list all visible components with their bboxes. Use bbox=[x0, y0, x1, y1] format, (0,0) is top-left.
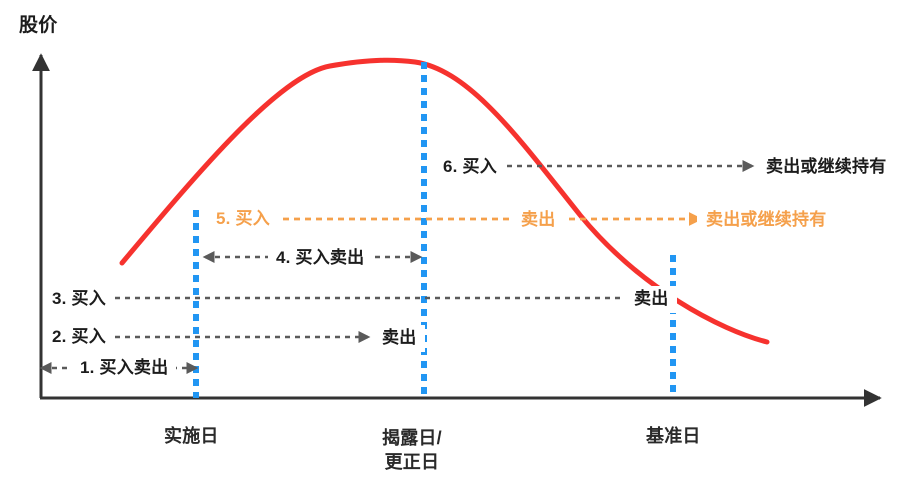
row3-step-label: 3. 买入 bbox=[44, 286, 114, 314]
row1-step-label: 1. 买入卖出 bbox=[72, 355, 177, 383]
row5-step-label: 5. 买入 bbox=[208, 206, 278, 234]
row2-step-label: 2. 买入 bbox=[44, 324, 114, 352]
row6-step-label: 6. 买入 bbox=[435, 154, 505, 182]
day-marker-disclosure: 揭露日/ 更正日 bbox=[366, 417, 458, 484]
day-marker-disclosure-line1: 揭露日/ bbox=[382, 428, 442, 448]
row4-step-label: 4. 买入卖出 bbox=[268, 245, 373, 273]
day-marker-benchmark: 基准日 bbox=[630, 417, 717, 458]
day-marker-disclosure-line2: 更正日 bbox=[384, 452, 440, 473]
row6-action-label: 卖出或继续持有 bbox=[757, 154, 896, 182]
row2-action-label: 卖出 bbox=[373, 325, 426, 353]
y-axis-title: 股价 bbox=[10, 11, 67, 43]
day-marker-implementation: 实施日 bbox=[148, 417, 235, 458]
row5-action2-label: 卖出或继续持有 bbox=[697, 207, 836, 235]
row3-action-label: 卖出 bbox=[625, 286, 678, 314]
row5-action-label: 卖出 bbox=[512, 207, 565, 235]
